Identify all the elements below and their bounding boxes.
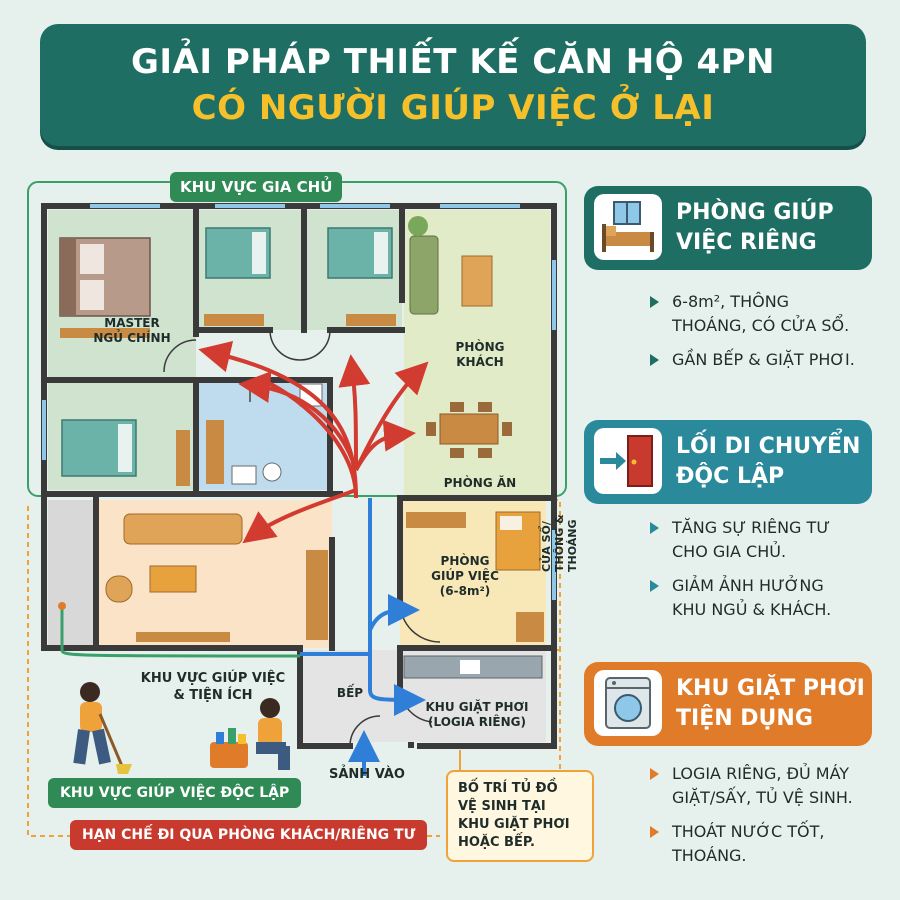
kitchen-label: BẾP	[336, 686, 364, 700]
card-independent-path-title: LỐI DI CHUYỂN ĐỘC LẬP	[676, 434, 861, 489]
card-laundry-bullet-1: LOGIA RIÊNG, ĐỦ MÁY GIẶT/SẤY, TỦ VỆ SINH…	[650, 762, 890, 812]
card-laundry-title: KHU GIẶT PHƠI TIỆN DỤNG	[676, 676, 865, 731]
restrict-living-room-banner: HẠN CHẾ ĐI QUA PHÒNG KHÁCH/RIÊNG TƯ	[70, 820, 428, 850]
dining-room-label: PHÒNG ĂN	[443, 476, 517, 490]
kitchen-floor	[300, 650, 400, 742]
card-laundry: KHU GIẶT PHƠI TIỆN DỤNG	[584, 662, 872, 746]
washing-machine-icon	[594, 670, 662, 736]
card-maid-room-bullet-1: 6-8m², THÔNG THOÁNG, CÓ CỬA SỔ.	[650, 290, 890, 340]
title-line-2: CÓ NGƯỜI GIÚP VIỆC Ở LẠI	[191, 88, 715, 128]
helper-1-head	[80, 682, 100, 702]
helper-path	[300, 498, 426, 776]
helper-2-head	[260, 698, 280, 718]
helper-utility-zone-label: KHU VỰC GIÚP VIỆC & TIỆN ÍCH	[140, 671, 286, 703]
dining-table	[439, 413, 499, 445]
card-independent-path: LỐI DI CHUYỂN ĐỘC LẬP	[584, 420, 872, 504]
bed-window-icon	[594, 194, 662, 260]
living-room-label: PHÒNG KHÁCH	[455, 340, 505, 369]
card-maid-room-bullet-2: GẦN BẾP & GIẶT PHƠI.	[650, 348, 890, 374]
independent-helper-zone-banner: KHU VỰC GIÚP VIỆC ĐỘC LẬP	[48, 778, 302, 808]
helper-sofa	[123, 513, 243, 545]
cleaning-basket	[210, 742, 248, 768]
window-note-label: CỬA SỔ/ THÔNG & THOÁNG	[540, 514, 579, 572]
master-bedroom-label: MASTER NGỦ CHÍNH	[93, 316, 171, 345]
cleaning-helpers-illustration	[73, 682, 290, 774]
card-maid-room-title: PHÒNG GIÚP VIỆC RIÊNG	[676, 200, 834, 255]
card-independent-path-bullet-2: GIẢM ẢNH HƯỞNG KHU NGỦ & KHÁCH.	[650, 574, 890, 624]
card-laundry-bullet-2: THOÁT NƯỚC TỐT, THOÁNG.	[650, 820, 890, 870]
laundry-label: KHU GIẶT PHƠI (LOGIA RIÊNG)	[425, 700, 529, 729]
maid-room-label: PHÒNG GIÚP VIỆC (6-8m²)	[431, 554, 499, 598]
logia-left-floor	[48, 500, 96, 648]
title-banner: GIẢI PHÁP THIẾT KẾ CĂN HỘ 4PN CÓ NGƯỜI G…	[40, 24, 866, 146]
owner-zone-label: KHU VỰC GIA CHỦ	[170, 172, 343, 202]
owner-path	[198, 340, 429, 544]
title-line-1: GIẢI PHÁP THIẾT KẾ CĂN HỘ 4PN	[130, 42, 776, 82]
door-entry-icon	[594, 428, 662, 494]
card-independent-path-bullet-1: TĂNG SỰ RIÊNG TƯ CHO GIA CHỦ.	[650, 516, 890, 566]
storage-note: BỐ TRÍ TỦ ĐỒ VỆ SINH TẠI KHU GIẶT PHƠI H…	[446, 770, 594, 862]
living-sofa	[409, 235, 439, 315]
card-maid-room: PHÒNG GIÚP VIỆC RIÊNG	[584, 186, 872, 270]
entrance-label: SẢNH VÀO	[328, 767, 405, 782]
